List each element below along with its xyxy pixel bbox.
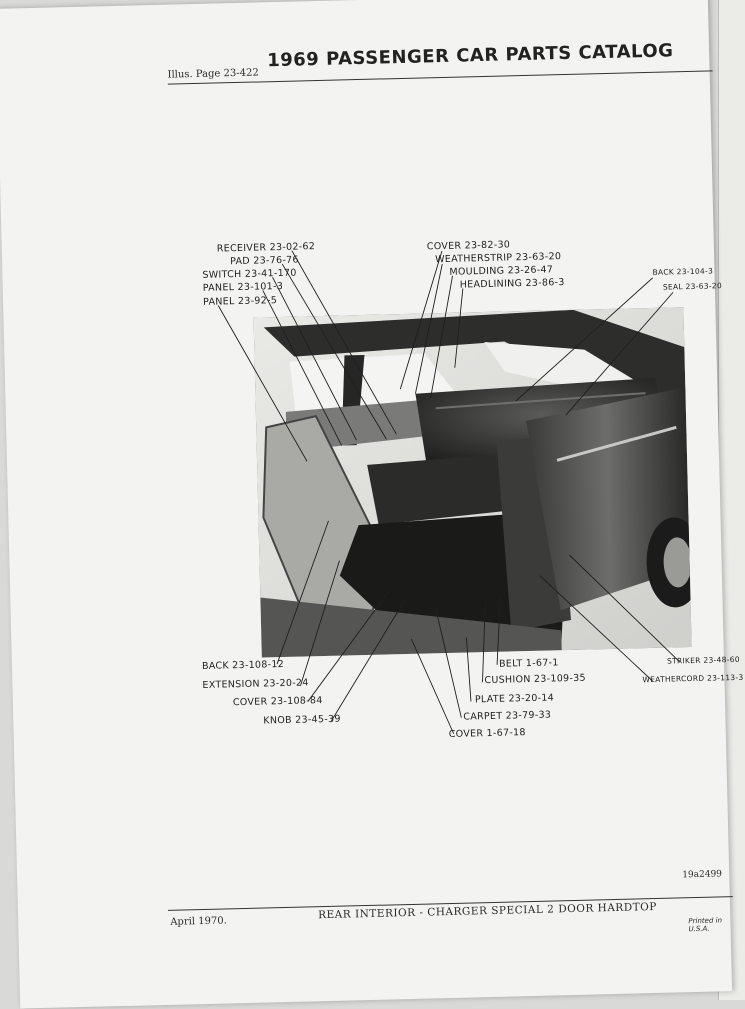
callout-plate: PLATE 23-20-14	[474, 692, 555, 706]
callout-cover-top: COVER 23-82-30	[426, 239, 511, 253]
callout-belt: BELT 1-67-1	[498, 657, 559, 670]
callout-receiver: RECEIVER 23-02-62	[216, 241, 316, 255]
callout-pad: PAD 23-76-76	[230, 254, 299, 268]
callout-carpet: CARPET 23-79-33	[463, 709, 552, 723]
car-interior-illustration	[253, 307, 692, 658]
catalog-title: 1969 PASSENGER CAR PARTS CATALOG	[266, 40, 674, 72]
callout-cushion: CUSHION 23-109-35	[484, 672, 586, 687]
rear-interior-photo	[253, 307, 692, 658]
callout-striker: STRIKER 23-48-60	[666, 654, 740, 666]
callout-cover-bottom: COVER 1-67-18	[448, 727, 526, 740]
callout-cover-left: COVER 23-108-84	[232, 695, 323, 709]
callout-panel-1: PANEL 23-101-3	[202, 280, 284, 294]
callout-extension: EXTENSION 23-20-24	[202, 677, 309, 691]
callout-moulding: MOULDING 23-26-47	[449, 264, 554, 278]
callout-seal: SEAL 23-63-20	[662, 281, 723, 292]
callout-knob: KNOB 23-45-39	[263, 713, 341, 727]
callout-switch: SWITCH 23-41-170	[202, 267, 297, 281]
callout-back-right: BACK 23-104-3	[652, 266, 714, 277]
footer-date: April 1970.	[170, 915, 227, 928]
printed-notice: Printed in U.S.A.	[688, 916, 723, 934]
callout-panel-2: PANEL 23-92-5	[202, 295, 278, 308]
callout-weatherstrip: WEATHERSTRIP 23-63-20	[435, 251, 562, 266]
illustration-page-ref: Illus. Page 23-422	[167, 67, 259, 81]
callout-headlining: HEADLINING 23-86-3	[459, 277, 565, 291]
callout-back-left: BACK 23-108-12	[201, 659, 285, 673]
figure-id: 19a2499	[682, 869, 723, 881]
